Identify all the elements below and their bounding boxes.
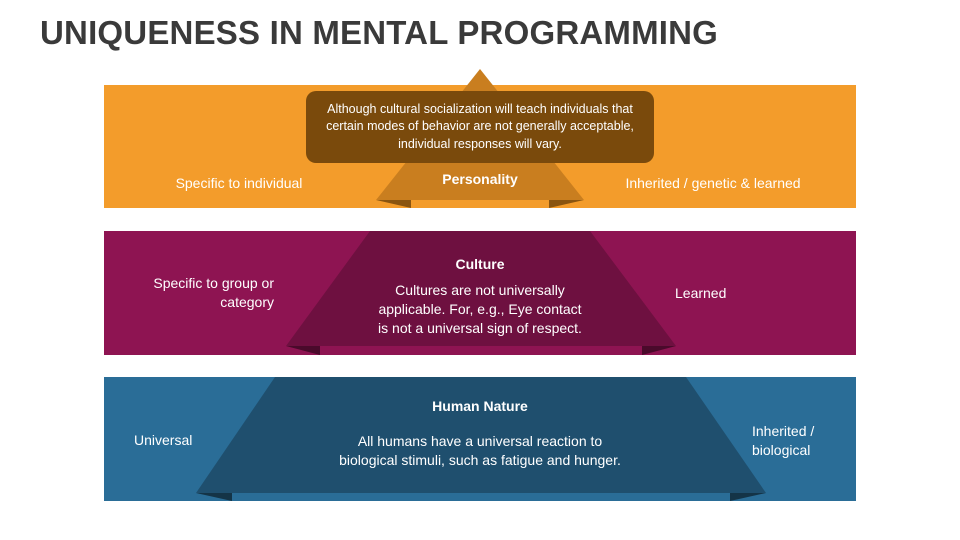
personality-label: Personality <box>442 171 518 187</box>
culture-description: Cultures are not universally applicable.… <box>378 282 582 336</box>
culture-fold-left <box>286 346 320 355</box>
personality-left-label: Specific to individual <box>175 175 303 191</box>
personality-fold-left <box>376 200 411 208</box>
personality-right-label: Inherited / genetic & learned <box>625 175 801 191</box>
human-nature-description: All humans have a universal reaction to … <box>339 433 621 468</box>
culture-label: Culture <box>455 256 505 272</box>
culture-fold-right <box>642 346 676 355</box>
human-nature-fold-left <box>196 493 232 501</box>
personality-fold-right <box>549 200 584 208</box>
human-nature-fold-right <box>730 493 766 501</box>
culture-left-label: Specific to group or category <box>153 275 274 310</box>
personality-description: Although cultural socialization will tea… <box>306 91 654 163</box>
human-nature-trapezoid <box>196 377 766 493</box>
culture-trapezoid <box>286 231 676 346</box>
human-nature-left-label: Universal <box>134 432 193 448</box>
human-nature-right-label: Inherited / biological <box>752 423 815 458</box>
culture-right-label: Learned <box>675 285 727 301</box>
human-nature-label: Human Nature <box>432 398 528 414</box>
page-title: UNIQUENESS IN MENTAL PROGRAMMING <box>40 14 719 51</box>
